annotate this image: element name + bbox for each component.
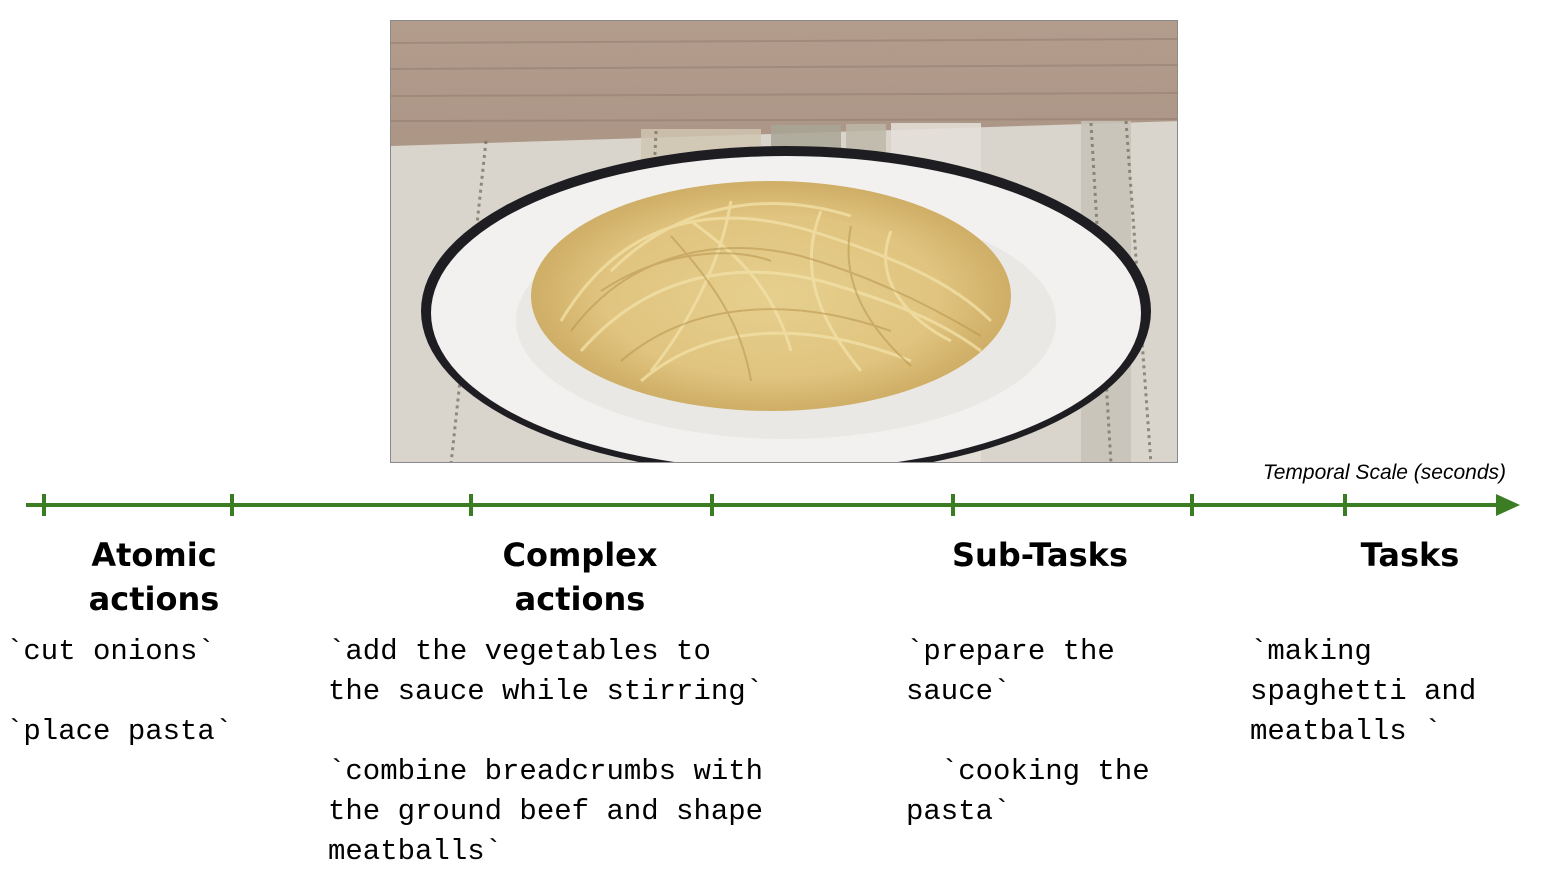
category-sub-tasks: Sub-Tasks xyxy=(952,536,1128,574)
example-complex-1: `add the vegetables to the sauce while s… xyxy=(328,635,764,708)
spaghetti-plate-photo xyxy=(390,20,1178,463)
temporal-axis xyxy=(26,494,1520,516)
example-complex-2: `combine breadcrumbs with the ground bee… xyxy=(328,755,764,868)
example-atomic-1: `cut onions` xyxy=(6,635,215,668)
example-subtask-1: `prepare the sauce` xyxy=(906,635,1115,708)
axis-label: Temporal Scale (seconds) xyxy=(1262,461,1506,484)
category-complex-actions: Complex actions xyxy=(502,536,658,618)
example-subtask-2: `cooking the pasta` xyxy=(906,755,1150,828)
example-atomic-2: `place pasta` xyxy=(6,715,233,748)
category-tasks: Tasks xyxy=(1360,536,1460,574)
example-task-1: `making spaghetti and meatballs ` xyxy=(1250,635,1477,748)
axis-arrowhead xyxy=(1496,494,1520,516)
category-atomic-actions: Atomic actions xyxy=(88,536,220,618)
